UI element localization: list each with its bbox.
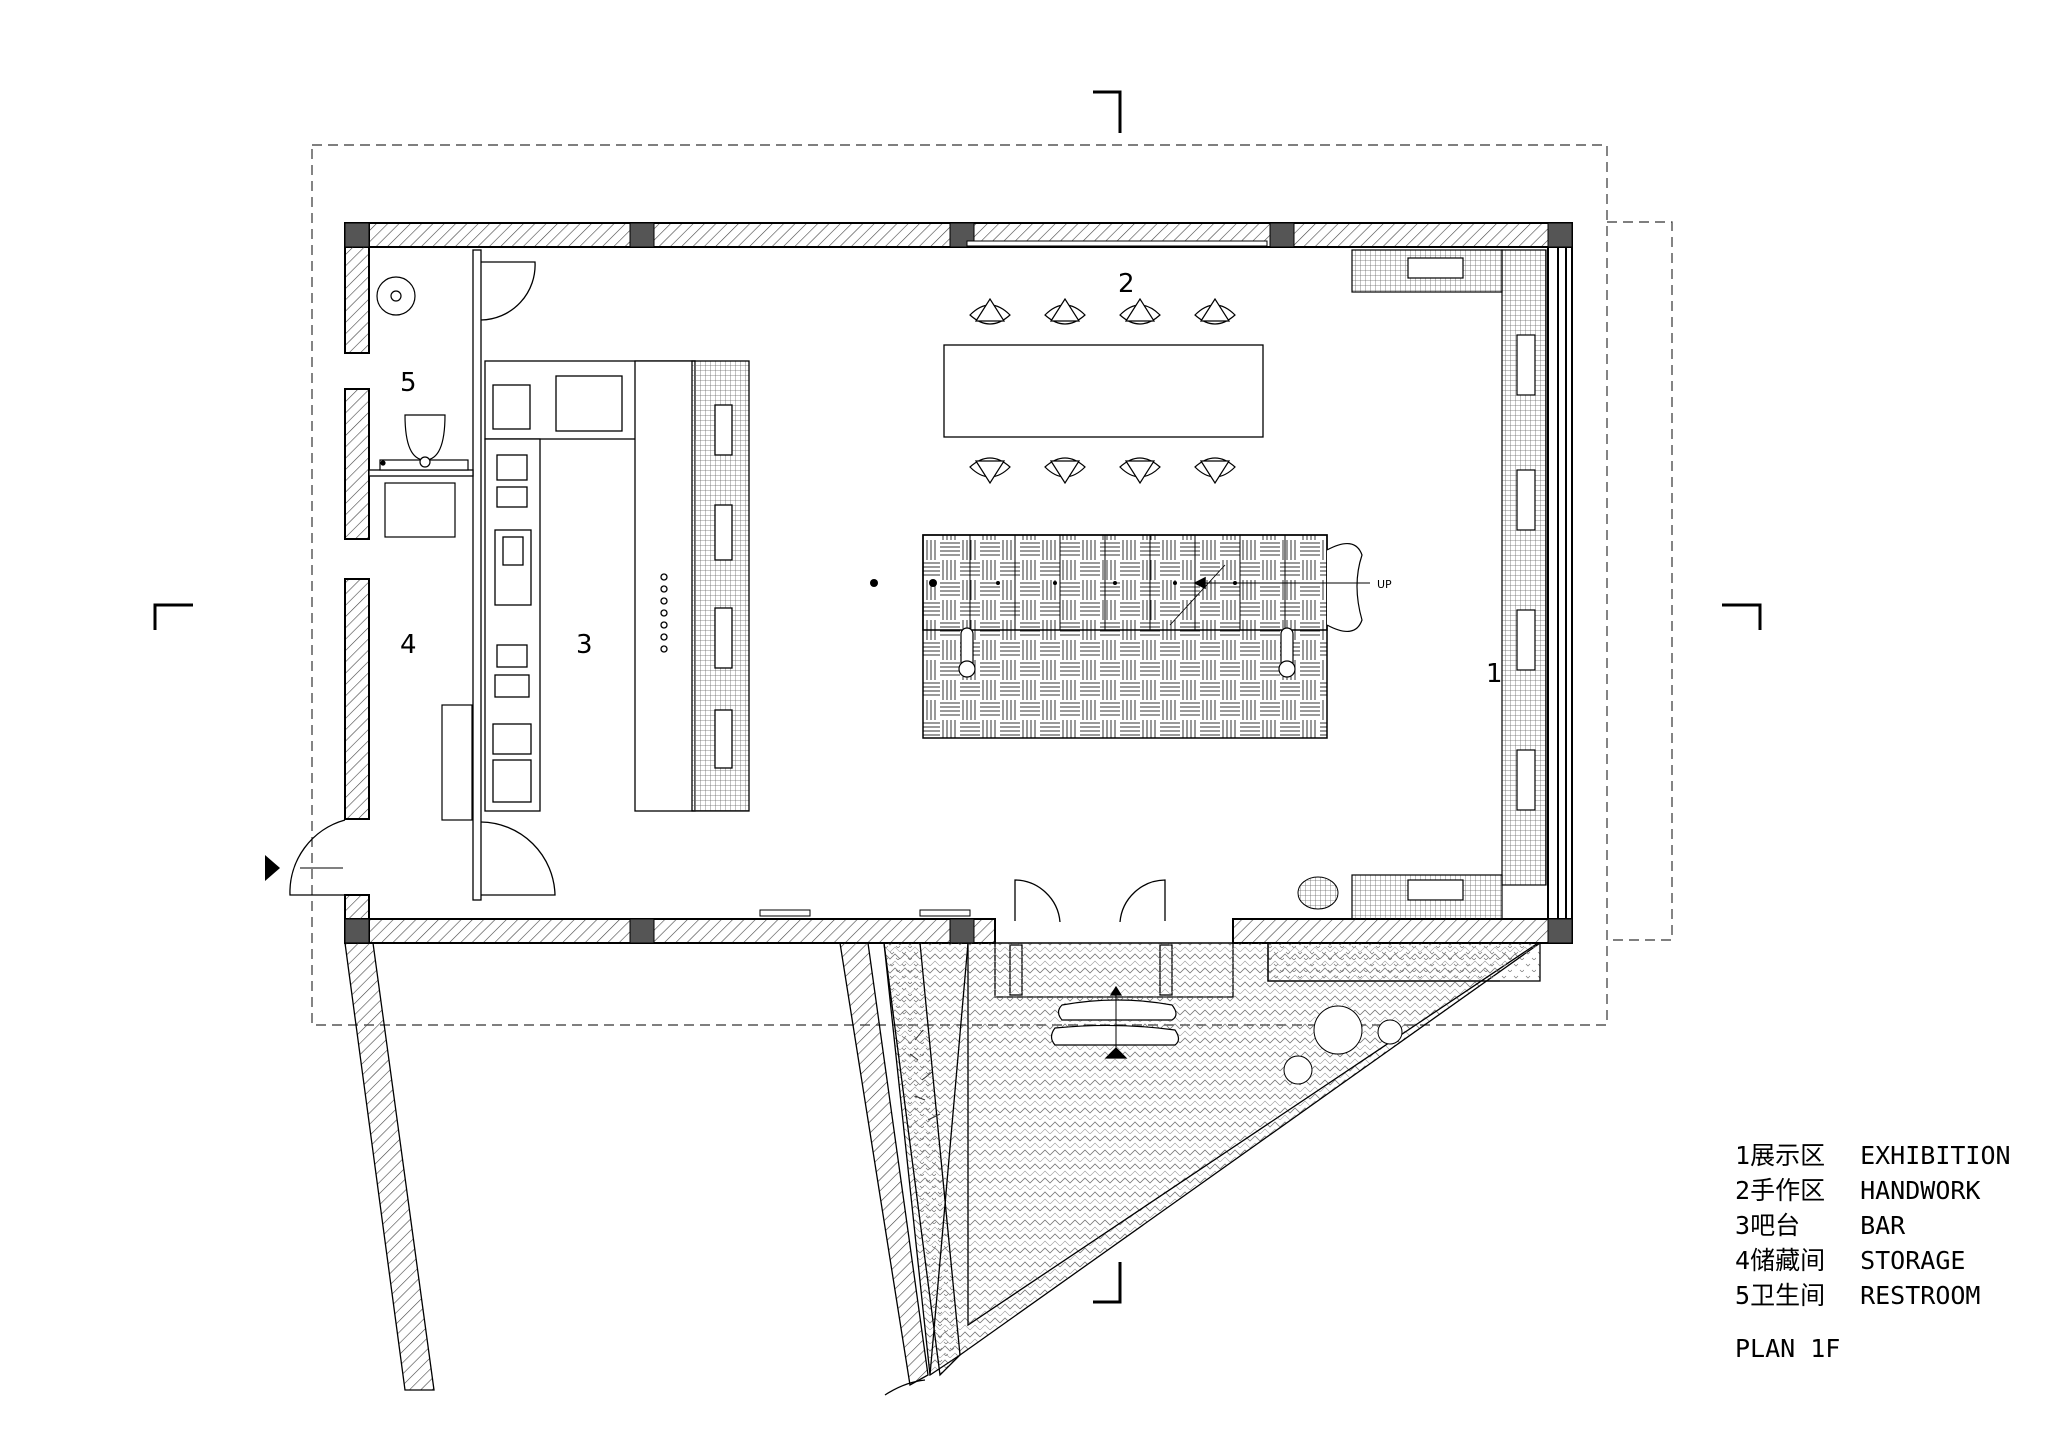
legend-cn: 手作区 [1750, 1176, 1826, 1205]
entrance-arrow [265, 855, 280, 881]
legend-en: BAR [1860, 1211, 1906, 1240]
columns [344, 222, 1573, 944]
legend-row: 2手作区 HANDWORK [1735, 1173, 2011, 1208]
stair-platform [922, 534, 1370, 739]
legend-cn: 展示区 [1750, 1141, 1826, 1170]
room-num-1: 1 [1486, 659, 1503, 689]
handwork-chairs [969, 297, 1236, 485]
storage-shelves [384, 482, 473, 821]
legend-num: 2 [1735, 1176, 1751, 1205]
legend-en: EXHIBITION [1860, 1141, 2011, 1170]
legend-num: 5 [1735, 1281, 1751, 1310]
courtyard [344, 942, 1543, 1396]
legend-cn: 储藏间 [1750, 1246, 1826, 1275]
exhibition-wall-shelves [1351, 249, 1547, 920]
room-num-5: 5 [400, 368, 417, 398]
top-windows [759, 240, 1268, 917]
floor-drain-marker [870, 579, 878, 587]
trash-bin [1297, 876, 1339, 910]
room-legend: 1展示区 EXHIBITION 2手作区 HANDWORK 3吧台 BAR 4储藏间 S… [1735, 1138, 2011, 1366]
section-marks [153, 90, 1762, 1304]
legend-en: STORAGE [1860, 1246, 1966, 1275]
room-num-2: 2 [1118, 269, 1135, 299]
plan-title: PLAN 1F [1735, 1334, 1841, 1363]
legend-row: 5卫生间 RESTROOM [1735, 1278, 2011, 1313]
legend-en: RESTROOM [1860, 1281, 1981, 1310]
bar-counter [484, 360, 750, 812]
legend-num: 3 [1735, 1211, 1751, 1240]
legend-cn: 吧台 [1750, 1211, 1801, 1240]
legend-en: HANDWORK [1860, 1176, 1981, 1205]
restroom-fixtures [376, 276, 469, 471]
room-num-3: 3 [576, 630, 593, 660]
legend-row: 1展示区 EXHIBITION [1735, 1138, 2011, 1173]
roof-outline [311, 144, 1673, 1026]
plant-shrubs [1283, 1005, 1403, 1085]
handwork-table [943, 344, 1264, 438]
legend-cn: 卫生间 [1750, 1281, 1826, 1310]
legend-num: 1 [1735, 1141, 1751, 1170]
bamboo-plants [909, 1029, 941, 1121]
entry-steps [1050, 985, 1180, 1059]
legend-row: 4储藏间 STORAGE [1735, 1243, 2011, 1278]
legend-row: 3吧台 BAR [1735, 1208, 2011, 1243]
legend-num: 4 [1735, 1246, 1751, 1275]
stair-up-label: UP [1377, 578, 1392, 591]
room-num-4: 4 [400, 630, 417, 660]
